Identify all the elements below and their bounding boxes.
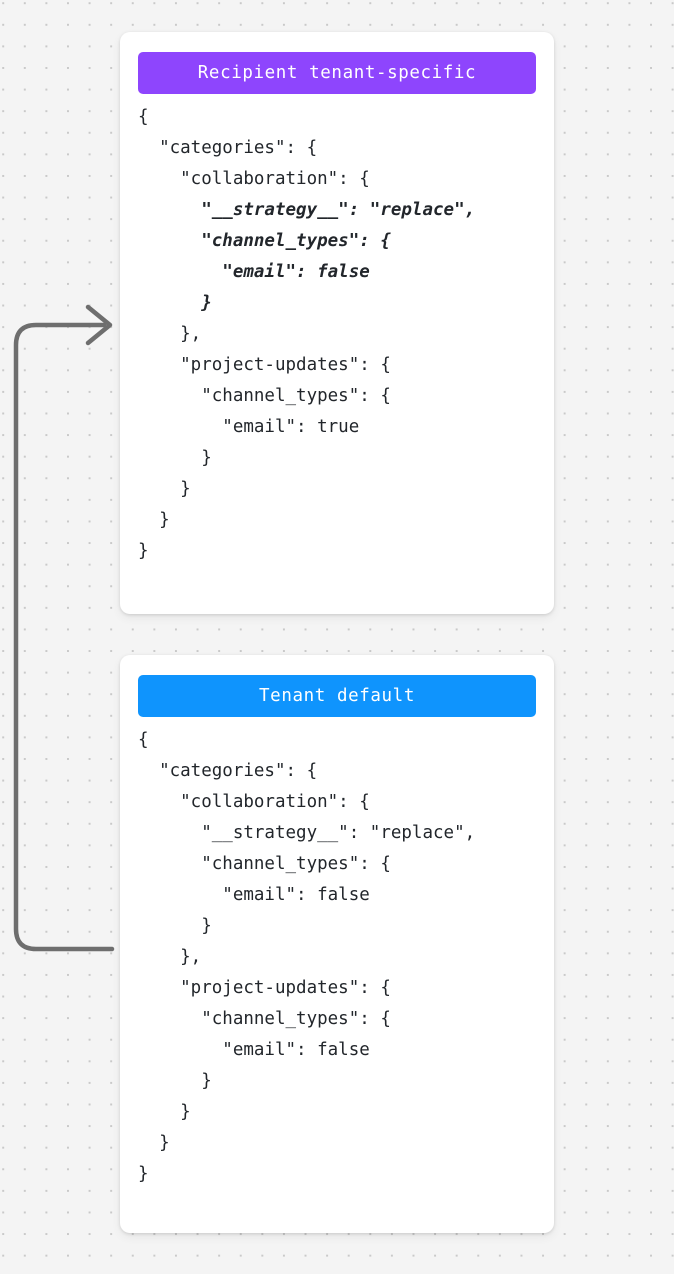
code-line: }, [138, 947, 202, 967]
code-line: "collaboration": { [138, 169, 370, 189]
code-line: "channel_types": { [138, 231, 391, 251]
code-line: "channel_types": { [138, 854, 391, 874]
code-line: "categories": { [138, 761, 318, 781]
code-line: "__strategy__": "replace", [138, 200, 476, 220]
code-line: "email": false [138, 1040, 370, 1060]
code-line: } [138, 1102, 191, 1122]
code-line: "project-updates": { [138, 978, 391, 998]
code-line: "collaboration": { [138, 792, 370, 812]
code-line: "__strategy__": "replace", [138, 823, 476, 843]
code-line: } [138, 1133, 170, 1153]
code-line: { [138, 107, 149, 127]
arrow-head-icon [85, 304, 113, 346]
code-line: "categories": { [138, 138, 318, 158]
code-line: { [138, 730, 149, 750]
code-line: "email": true [138, 417, 360, 437]
code-line: "email": false [138, 262, 370, 282]
code-line: "channel_types": { [138, 1009, 391, 1029]
arrow-path [13, 322, 115, 952]
card-header-tenant-default: Tenant default [138, 675, 536, 717]
code-line: "project-updates": { [138, 355, 391, 375]
code-line: } [138, 916, 212, 936]
code-line: } [138, 1071, 212, 1091]
card-header-recipient-tenant-specific: Recipient tenant-specific [138, 52, 536, 94]
card-tenant-default: Tenant default { "categories": { "collab… [120, 655, 554, 1233]
code-line: } [138, 510, 170, 530]
code-line: } [138, 479, 191, 499]
card-header-label: Recipient tenant-specific [197, 63, 477, 83]
code-line: }, [138, 324, 202, 344]
card-header-label: Tenant default [259, 686, 415, 706]
json-code-tenant-default: { "categories": { "collaboration": { "__… [138, 725, 536, 1190]
json-code-recipient-tenant-specific: { "categories": { "collaboration": { "__… [138, 102, 536, 567]
code-line: "channel_types": { [138, 386, 391, 406]
code-line: } [138, 541, 149, 561]
code-line: } [138, 293, 212, 313]
code-line: } [138, 448, 212, 468]
code-line: "email": false [138, 885, 370, 905]
card-recipient-tenant-specific: Recipient tenant-specific { "categories"… [120, 32, 554, 614]
code-line: } [138, 1164, 149, 1184]
